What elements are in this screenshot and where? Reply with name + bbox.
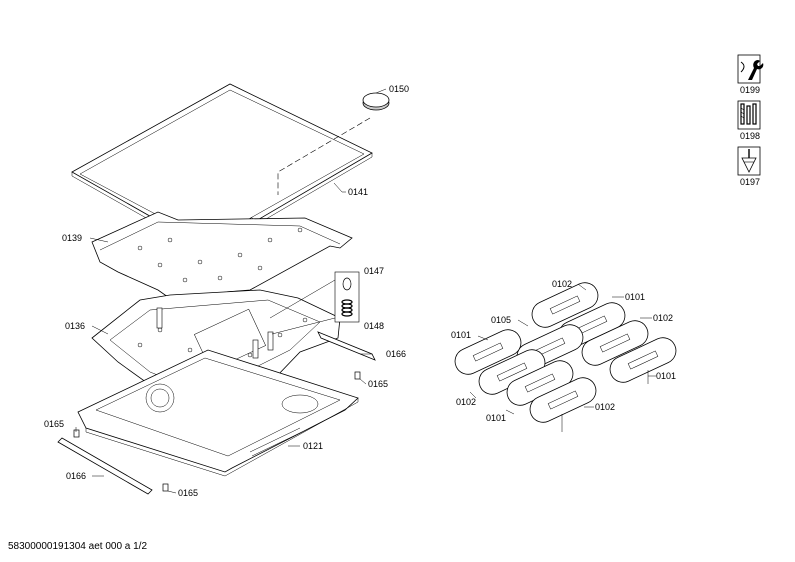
label-0166-b: 0166 xyxy=(66,471,86,481)
label-0166-a: 0166 xyxy=(386,349,406,359)
clip-0165-a xyxy=(73,429,80,438)
clip-0165-c xyxy=(162,483,169,492)
wrench-icon xyxy=(737,54,764,84)
label-0150: 0150 xyxy=(389,84,409,94)
cap-0150 xyxy=(362,88,390,111)
label-0102-c: 0102 xyxy=(456,397,476,407)
coil-plates xyxy=(454,282,677,432)
leader-lines xyxy=(75,182,656,494)
clip-0165-b xyxy=(354,371,361,380)
label-0101-d: 0101 xyxy=(486,413,506,423)
label-0147: 0147 xyxy=(364,266,384,276)
label-0148: 0148 xyxy=(364,321,384,331)
housing-0121 xyxy=(77,349,359,477)
label-0102-a: 0102 xyxy=(552,279,572,289)
label-0102-d: 0102 xyxy=(595,402,615,412)
screwdriver-icon xyxy=(737,146,761,176)
label-0141: 0141 xyxy=(348,187,368,197)
rail-left xyxy=(57,437,153,495)
label-0101-c: 0101 xyxy=(656,371,676,381)
label-0139: 0139 xyxy=(62,233,82,243)
tools-icon xyxy=(737,100,761,130)
label-0102-b: 0102 xyxy=(653,313,673,323)
legend: 0199 0198 0197 xyxy=(737,54,764,187)
label-0105: 0105 xyxy=(491,315,511,325)
part-labels: 0150 0141 0139 0147 0148 0136 0166 0165 … xyxy=(44,84,676,498)
carrier-frame-0139 xyxy=(91,211,353,303)
label-0136: 0136 xyxy=(65,321,85,331)
legend-label-0197: 0197 xyxy=(740,177,760,187)
legend-label-0198: 0198 xyxy=(740,131,760,141)
label-0165-b: 0165 xyxy=(44,419,64,429)
label-0101-a: 0101 xyxy=(625,292,645,302)
legend-label-0199: 0199 xyxy=(740,85,760,95)
label-0165-a: 0165 xyxy=(368,379,388,389)
spring-pin xyxy=(269,271,360,335)
document-id-footer: 58300000191304 aet 000 a 1/2 xyxy=(8,541,148,552)
label-0101-b: 0101 xyxy=(451,330,471,340)
label-0121: 0121 xyxy=(303,441,323,451)
rail-right xyxy=(317,331,376,361)
label-0165-c: 0165 xyxy=(178,488,198,498)
